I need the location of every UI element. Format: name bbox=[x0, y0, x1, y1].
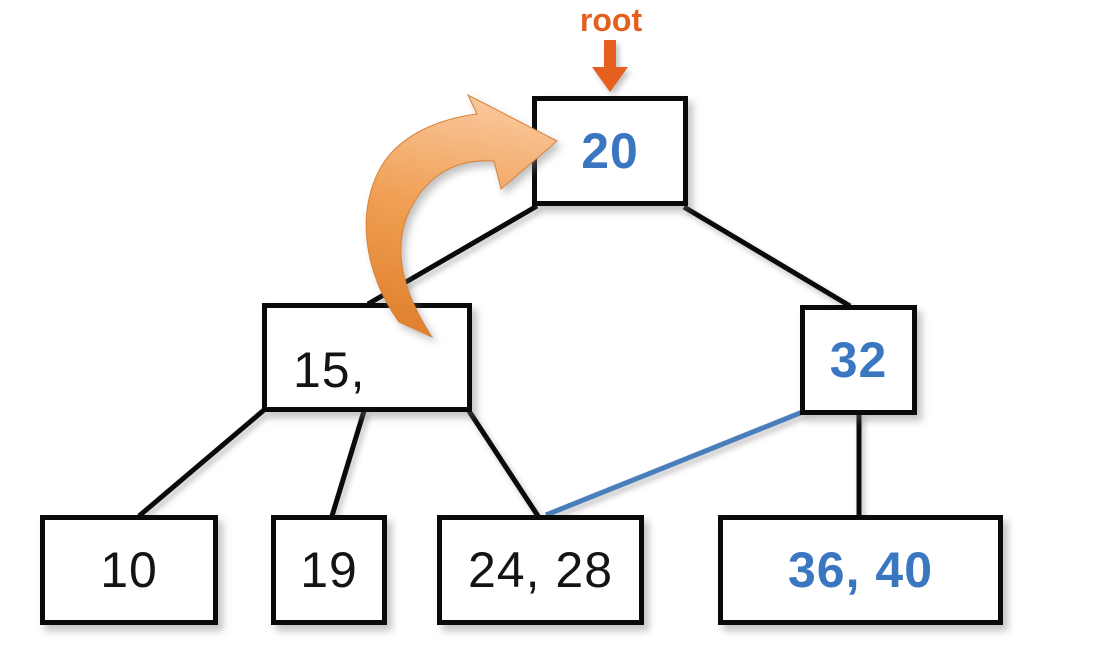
node-leaf-24-28: 24, 28 bbox=[437, 515, 644, 625]
node-root-value: 20 bbox=[581, 123, 639, 179]
node-root: 20 bbox=[532, 96, 688, 206]
edge-15-to-10 bbox=[137, 408, 266, 518]
edge-15-to-24-28 bbox=[466, 409, 541, 518]
node-leaf-10: 10 bbox=[40, 515, 218, 625]
edge-32-to-24-28-blue bbox=[545, 408, 806, 518]
node-leaf-10-value: 10 bbox=[100, 542, 158, 598]
node-leaf-36-40: 36, 40 bbox=[718, 515, 1003, 625]
edge-root-to-32 bbox=[682, 204, 852, 309]
promote-curved-arrow-icon bbox=[365, 93, 558, 339]
node-leaf-19: 19 bbox=[271, 515, 387, 625]
node-internal-right: 32 bbox=[800, 305, 917, 415]
node-leaf-19-value: 19 bbox=[300, 542, 358, 598]
node-internal-left: 15, bbox=[262, 303, 472, 412]
node-internal-left-value: 15, bbox=[293, 341, 366, 398]
node-leaf-36-40-value: 36, 40 bbox=[787, 542, 933, 598]
edge-root-to-15 bbox=[366, 203, 539, 307]
node-internal-right-value: 32 bbox=[829, 332, 888, 388]
root-pointer-down-arrow-icon bbox=[592, 40, 628, 92]
root-pointer-label: root bbox=[579, 2, 643, 38]
edge-15-to-19 bbox=[329, 410, 367, 517]
node-leaf-24-28-value: 24, 28 bbox=[467, 542, 613, 598]
